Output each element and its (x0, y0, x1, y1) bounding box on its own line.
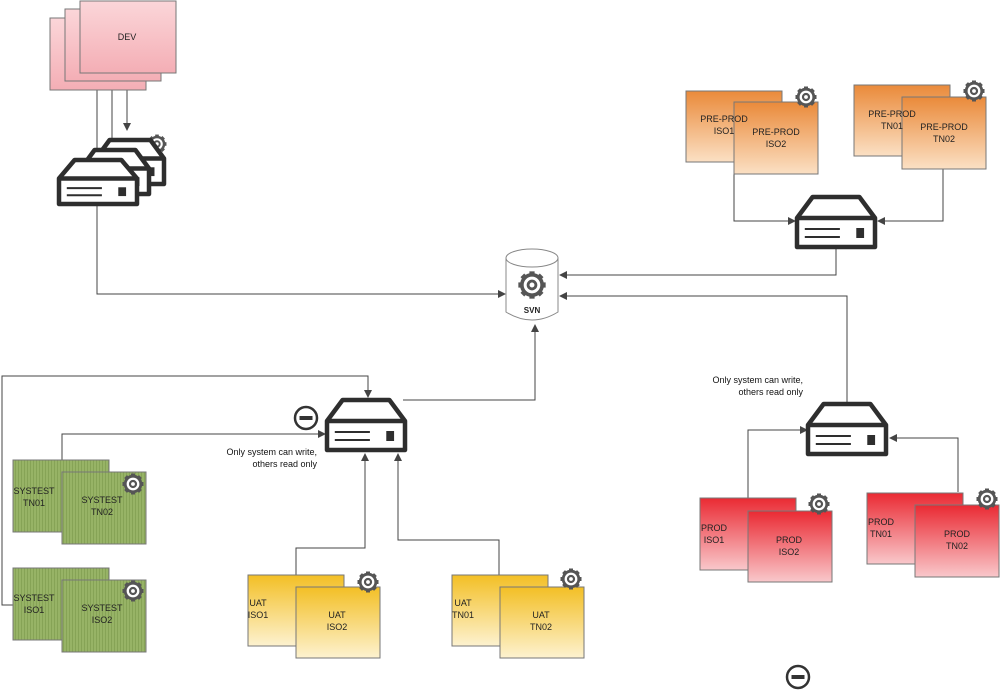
server-icon (56, 157, 140, 207)
connector-line (559, 292, 848, 402)
svn-label: SVN (524, 306, 541, 315)
gear-icon (560, 568, 582, 590)
connector-line (877, 168, 944, 225)
minus-circle-icon (293, 405, 319, 431)
connector-layer (1, 87, 959, 606)
gear-icon (122, 473, 144, 495)
connector-line (733, 173, 796, 225)
uat-iso2-card (295, 586, 381, 659)
test-server-icon (324, 397, 408, 453)
minus-circle-icon (785, 664, 811, 690)
node-layer (12, 0, 1000, 690)
svn-repository (505, 248, 559, 321)
connector-line (889, 434, 959, 492)
gear-icon (795, 86, 817, 108)
connector-line (295, 453, 369, 575)
connector-line (61, 430, 326, 460)
connector-line (394, 453, 500, 575)
dev-card (79, 0, 177, 74)
connector-line (559, 248, 837, 279)
preprod-server-icon (794, 194, 878, 250)
database-icon (505, 248, 559, 268)
gear-icon (357, 571, 379, 593)
gear-icon (976, 488, 998, 510)
gear-icon (518, 271, 546, 299)
uat-tn2-card (499, 586, 585, 659)
gear-icon (122, 580, 144, 602)
prod-server-icon (805, 401, 889, 457)
connector-line (96, 205, 506, 298)
connector-line (747, 426, 808, 498)
preprod-iso2-card (733, 101, 819, 175)
prod-iso2-card (747, 510, 833, 583)
note-left: Only system can write,others read only (226, 447, 317, 469)
preprod-tn2-card (901, 96, 987, 170)
connector-line (403, 324, 539, 401)
gear-icon (963, 80, 985, 102)
connector-line (1, 375, 372, 606)
gear-icon (808, 493, 830, 515)
note-right: Only system can write,others read only (712, 375, 803, 397)
dev-label: DEV (118, 32, 137, 42)
prod-tn2-card (914, 504, 1000, 578)
